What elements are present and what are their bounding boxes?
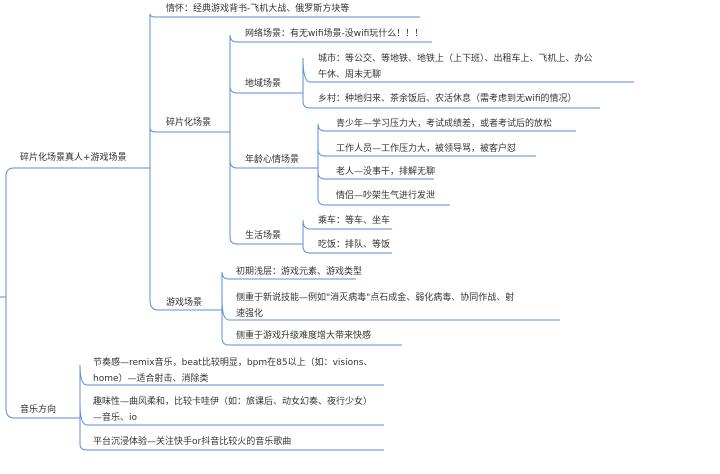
connector-region-underline	[229, 85, 303, 94]
node-ride[interactable]: 乘车：等车、坐车	[318, 216, 391, 226]
node-city-line2: 午休、周末无聊	[318, 70, 382, 80]
node-game-scene[interactable]: 游戏场景	[166, 298, 203, 308]
connector-eat	[302, 245, 392, 254]
node-city-line1: 城市：等公交、等地铁、地铁上（上下班）、出租车上、飞机上、办公	[318, 54, 593, 64]
node-music-rhythm-line1: 节奏感—remix音乐，beat比较明显，bpm在85以上（如：visions、	[93, 358, 373, 368]
node-music-platform[interactable]: 平台沉浸体验—关注快手or抖音比较火的音乐歌曲	[93, 437, 292, 447]
node-region-scene[interactable]: 地域场景	[245, 79, 282, 89]
connector-life-underline	[229, 236, 303, 245]
connector-fragment-underline	[149, 127, 230, 133]
connector-branch-b-underline	[5, 407, 80, 419]
node-city[interactable]: 城市：等公交、等地铁、地铁上（上下班）、出租车上、飞机上、办公 午休、周末无聊	[318, 51, 593, 83]
connector-music-fun	[79, 403, 384, 426]
connector-network	[229, 34, 432, 43]
connector-music-platform	[79, 443, 384, 451]
node-teen[interactable]: 青少年—学习压力大，考试成绩差，或者考试后的放松	[336, 119, 553, 129]
node-game-skill[interactable]: 侧重于新说技能—例如"消灭病毒"点石成金、弱化病毒、协同作战、射 速强化	[236, 290, 514, 322]
connector-couple	[317, 197, 450, 206]
node-music-rhythm-line2: home）—适合射击、消除类	[93, 374, 209, 384]
node-music-fun[interactable]: 趣味性—曲风柔和，比较卡哇伊（如：旅课后、动女幻奏、夜行少女） —音乐、io	[93, 394, 372, 426]
node-nostalgia[interactable]: 情怀：经典游戏背书-飞机大战、俄罗斯方块等	[166, 4, 350, 14]
connector-game-underline	[149, 299, 222, 311]
node-age-scene[interactable]: 年龄心情场景	[245, 155, 300, 165]
node-fragment-scene[interactable]: 碎片化场景	[166, 118, 212, 128]
node-game-early[interactable]: 初期浅层：游戏元素、游戏类型	[236, 267, 363, 277]
connector-elder	[317, 171, 434, 180]
node-music-fun-line1: 趣味性—曲风柔和，比较卡哇伊（如：旅课后、动女幻奏、夜行少女）	[93, 397, 373, 407]
connector-nostalgia	[149, 13, 420, 18]
connector-city	[302, 57, 634, 83]
node-music-rhythm[interactable]: 节奏感—remix音乐，beat比较明显，bpm在85以上（如：visions、…	[93, 355, 373, 387]
node-worker[interactable]: 工作人员—工作压力大，被领导骂，被客户怼	[336, 144, 517, 154]
node-fragment-real-game[interactable]: 碎片化场景真人+游戏场景	[20, 153, 127, 163]
connector-game-skill	[221, 299, 560, 321]
node-music-fun-line2: —音乐、io	[93, 413, 138, 423]
node-game-skill-line1: 侧重于新说技能—例如"消灭病毒"点石成金、弱化病毒、协同作战、射	[236, 293, 515, 303]
connector-rural	[302, 100, 600, 109]
connector-music-rhythm	[79, 364, 384, 386]
connector-worker	[317, 148, 536, 157]
node-network-scene[interactable]: 网络场景：有无wifi场景-没wifi玩什么！！！	[245, 29, 424, 39]
connector-ride	[302, 219, 392, 230]
connector-branch-a-underline	[5, 167, 150, 177]
node-couple[interactable]: 情侣—吵架生气进行发泄	[336, 191, 436, 201]
node-life-scene[interactable]: 生活场景	[245, 231, 282, 241]
node-eat[interactable]: 吃饭：排队、等饭	[318, 240, 391, 250]
connector-age-underline	[229, 159, 318, 169]
connector-teen	[317, 123, 576, 132]
node-game-skill-line2: 速强化	[236, 309, 264, 319]
node-rural[interactable]: 乡村：种地归来、茶余饭后、农活休息（需考虑到无wifi的情况）	[318, 94, 577, 104]
connector-game-level	[221, 337, 402, 346]
node-music-direction[interactable]: 音乐方向	[20, 405, 57, 415]
connector-game-early	[221, 271, 356, 280]
node-game-level[interactable]: 侧重于游戏升级难度增大带来快感	[236, 331, 372, 341]
node-elder[interactable]: 老人—没事干，排解无聊	[336, 167, 436, 177]
